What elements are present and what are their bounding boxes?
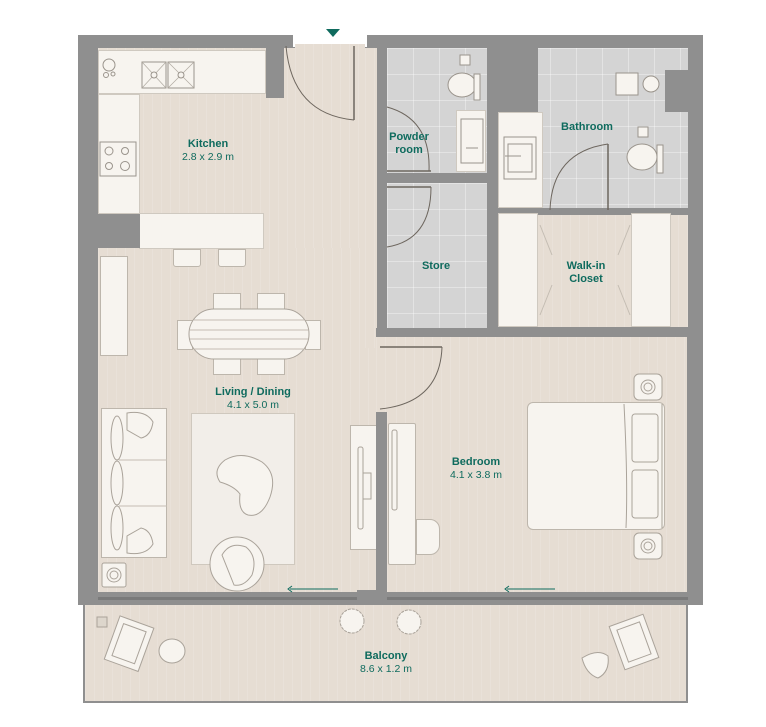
room-name: Bathroom [561,121,613,133]
balcony-lounge-chair [103,615,155,673]
plant-icon [396,609,422,635]
wardrobe-left [498,213,538,327]
entrance-arrow-icon [326,29,340,37]
balcony-side-table [158,638,186,664]
cooktop-icon [99,141,137,177]
room-name: Store [421,260,451,272]
balcony-drain-icon [96,616,108,628]
side-table-icon [101,562,127,588]
desk-monitor [391,429,398,511]
room-dimensions: 8.6 x 1.2 m [360,663,412,675]
room-label-store: Store [416,260,456,273]
room-dimensions: 4.1 x 5.0 m [227,399,279,411]
bath-wall-notch-right [665,70,688,112]
room-name: Balcony [364,650,408,662]
coffee-table [216,455,274,516]
room-name-line-2: Closet [569,273,603,285]
room-label-powder-room: Powder room [385,131,433,157]
powder-toilet-icon [447,54,481,101]
bed-pillows [623,403,663,529]
room-dimensions: 4.1 x 3.8 m [450,469,502,481]
shower-drain-icon [615,72,660,96]
kitchen-sink-icon [141,61,195,89]
store-floor [387,183,487,328]
room-dimensions: 2.8 x 2.9 m [182,151,234,163]
central-partition-wall [376,412,386,597]
bedroom-door-zone [376,337,388,412]
entrance-door-swing [285,45,355,121]
partition-wall-closet-bedroom-right [630,328,688,337]
balcony-lounge-chair [608,613,660,671]
room-label-kitchen: Kitchen 2.8 x 2.9 m [168,138,248,164]
room-label-living-dining: Living / Dining 4.1 x 5.0 m [206,386,300,412]
sideboard [100,256,128,356]
room-label-bedroom: Bedroom 4.1 x 3.8 m [441,456,511,482]
powder-door-swing [386,106,431,172]
bar-stool [173,249,201,267]
room-label-bathroom: Bathroom [557,121,617,134]
kitchen-counter-left [98,94,140,214]
nightstand-icon [633,532,663,560]
wardrobe-right [631,213,671,327]
room-name-line-1: Powder [389,131,429,143]
desk-chair [416,519,440,555]
wardrobe-doors [539,224,631,316]
room-name-line-1: Walk-in [566,260,606,272]
bath-toilet-icon [626,126,664,174]
glazing-line [98,597,688,600]
room-label-balcony: Balcony 8.6 x 1.2 m [351,650,421,676]
living-slider-arrow-icon [287,585,338,593]
bath-door-swing [549,143,609,211]
hall-floor [365,48,377,348]
bar-stool [218,249,246,267]
armchair [209,536,265,592]
bedroom-door-swing [379,346,443,410]
sofa-cushions [110,411,167,555]
bedroom-slider-arrow-icon [504,585,555,593]
kitchen-island [139,213,264,249]
tv-icon [357,446,372,530]
room-name: Living / Dining [215,386,291,398]
partition-wall-store-bedroom [376,328,496,337]
room-name: Kitchen [187,138,229,150]
powder-sink-icon [460,118,484,164]
nightstand-icon [633,373,663,401]
room-name-line-2: room [395,144,423,156]
balcony-floor [83,603,688,703]
dining-table [188,308,310,360]
entrance-gap [293,33,367,47]
room-label-walk-in-closet: Walk-in Closet [560,260,612,286]
bath-sink-icon [503,136,537,180]
kitchen-wall-lower-left [98,214,140,248]
plant-icon [339,608,365,634]
bath-wall-notch [498,44,538,112]
room-name: Bedroom [451,456,501,468]
store-door-swing [386,186,432,248]
balcony-side-table [581,652,609,679]
kitchen-appliance-icon [102,58,116,78]
kitchen-wall-stub [266,48,284,98]
